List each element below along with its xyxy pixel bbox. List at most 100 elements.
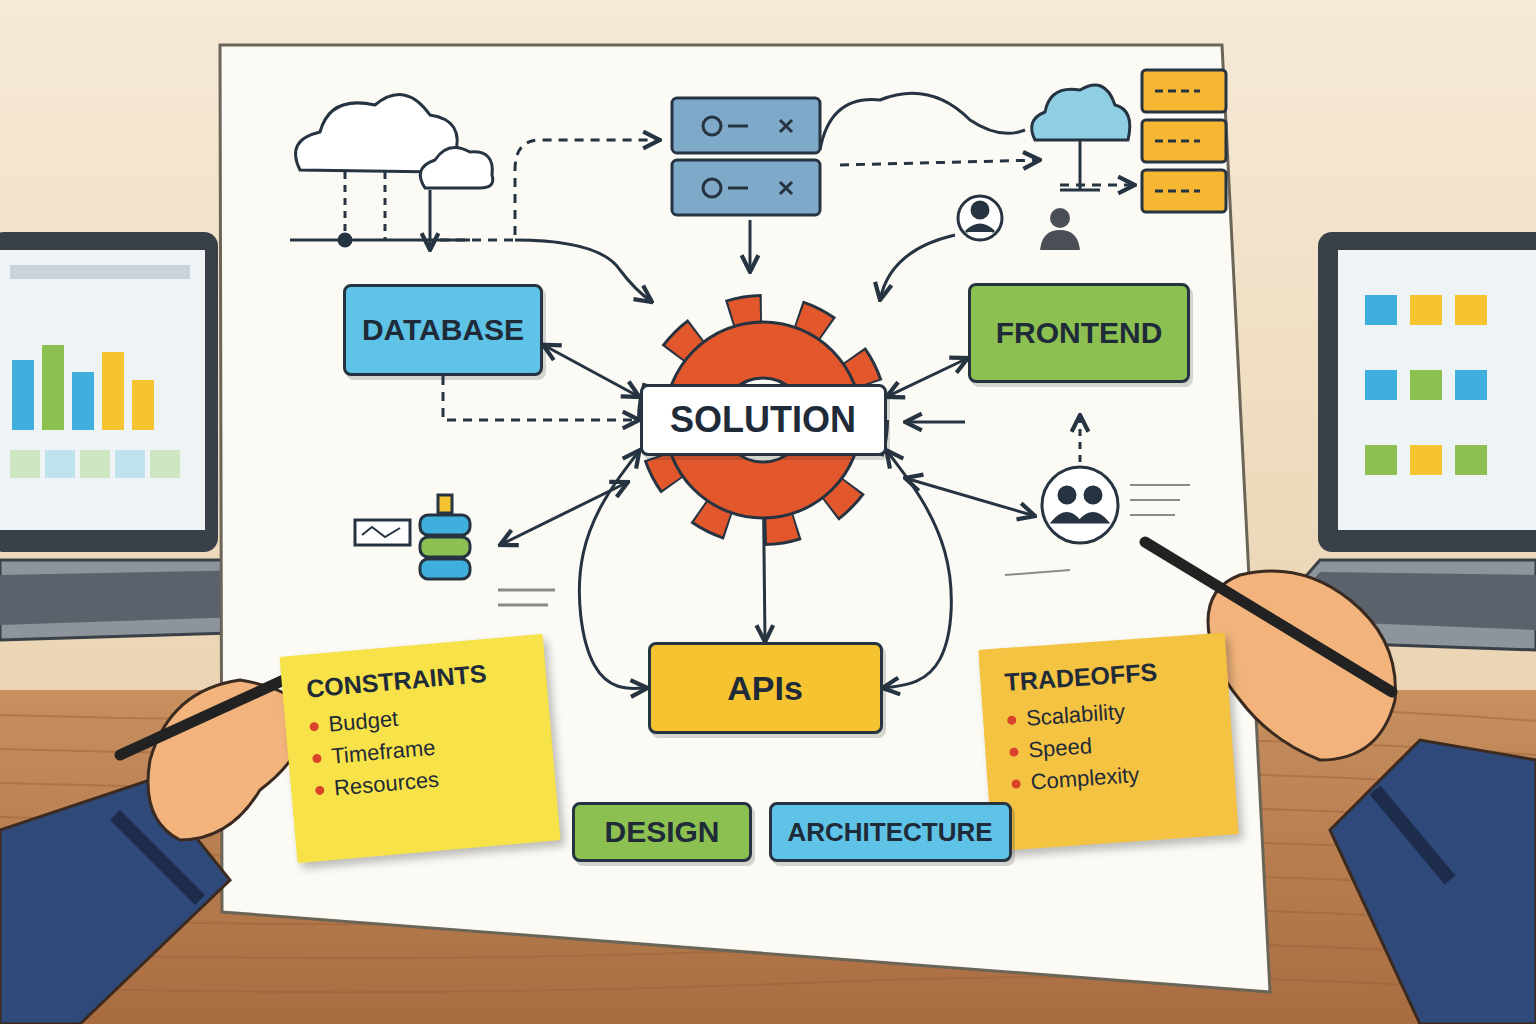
right-laptop [1338,250,1536,530]
team-icon [1053,514,1107,523]
left-hand [0,668,310,1024]
team-icon [1079,415,1082,462]
cloud-server-icon [1079,140,1082,190]
database-box: DATABASE [343,284,543,376]
team-icon [1005,570,1070,575]
connector-arrow [883,450,952,688]
box-label: FRONTEND [996,316,1163,350]
apis-box: APIs [648,642,883,734]
cloud-icons [345,172,385,240]
cloud-icons [290,95,493,250]
icon-arrows [905,478,1035,516]
box-label: SOLUTION [670,399,856,441]
box-label: DESIGN [604,815,719,849]
connector-arrow [887,358,969,397]
server-icon [780,182,792,194]
box-label: APIs [727,669,803,708]
gear-icon [655,312,871,528]
tradeoffs-note: TRADEOFFSScalabilitySpeedComplexity [978,633,1238,852]
cloud-server-icon [1155,91,1200,191]
gear-icon [665,322,861,518]
right-laptop [1410,370,1442,400]
bullet-text: Resources [333,766,440,801]
box-label: DATABASE [362,313,524,347]
team-icon [1130,485,1190,515]
person-icons [1050,208,1070,228]
connector-arrow [443,376,640,420]
server-icon [703,179,721,197]
left-laptop [0,232,218,552]
person-icons [966,225,994,232]
bullet-row: Scalability [1006,699,1126,733]
server-icon [672,98,820,153]
bullet-dot [1009,747,1019,757]
note-heading: CONSTRAINTS [305,658,487,703]
flow-lines [440,140,660,240]
database-icon [355,520,410,545]
bullet-row: Complexity [1010,762,1139,797]
cloud-server-icon [1032,70,1226,212]
bullet-row: Timeframe [311,734,436,771]
person-icons [972,202,988,218]
grain-line [0,977,1536,993]
database-icon [355,495,555,605]
right-laptop [1410,295,1442,325]
server-icon [728,187,748,190]
flow-lines [820,93,1025,150]
database-icon [362,527,400,537]
right-laptop [1455,370,1487,400]
database-icon [438,495,452,513]
left-laptop [115,450,145,478]
bullet-row: Budget [309,705,400,739]
person-icons [1040,230,1080,250]
left-laptop [132,380,154,430]
server-icon [672,160,820,215]
bullet-text: Speed [1027,733,1092,763]
connector-arrow [543,345,640,397]
left-laptop [12,360,34,430]
database-icon [420,559,470,579]
person-icons [958,196,1080,250]
bullet-text: Complexity [1029,762,1139,796]
right-laptop [1365,445,1397,475]
paper-sheet [220,45,1270,992]
right-hand [1330,740,1536,1024]
right-laptop [1455,295,1487,325]
database-icon [420,537,470,557]
left-laptop [102,352,124,430]
flow-lines [749,220,752,272]
left-laptop [10,265,190,279]
right-laptop [1365,370,1397,400]
cloud-server-icon [1032,85,1130,140]
team-icon [1042,467,1118,543]
bullet-dot [309,721,319,731]
bullet-dot [315,785,325,795]
solution-box: SOLUTION [640,384,887,456]
cloud-icons [420,148,492,189]
constraints-note: CONSTRAINTSBudgetTimeframeResources [279,633,560,862]
flow-lines [880,235,955,300]
flow-lines [1060,184,1135,187]
design-box: DESIGN [572,802,752,862]
bullet-row: Speed [1008,733,1092,765]
person-icons [958,196,1002,240]
left-laptop [80,450,110,478]
bullet-dot [1011,779,1021,789]
left-laptop [72,372,94,430]
bullet-text: Budget [327,705,399,737]
database-icon [498,590,555,605]
left-laptop [150,450,180,478]
left-laptop [0,250,205,530]
right-laptop [1365,295,1397,325]
team-icon [1085,487,1101,503]
left-laptop [42,345,64,430]
right-laptop [1410,445,1442,475]
server-icon [780,120,792,132]
flow-lines [840,160,1040,165]
gear-icon [655,312,871,528]
note-heading: TRADEOFFS [1003,657,1157,697]
database-icon [420,515,470,535]
cloud-icons [339,234,351,246]
